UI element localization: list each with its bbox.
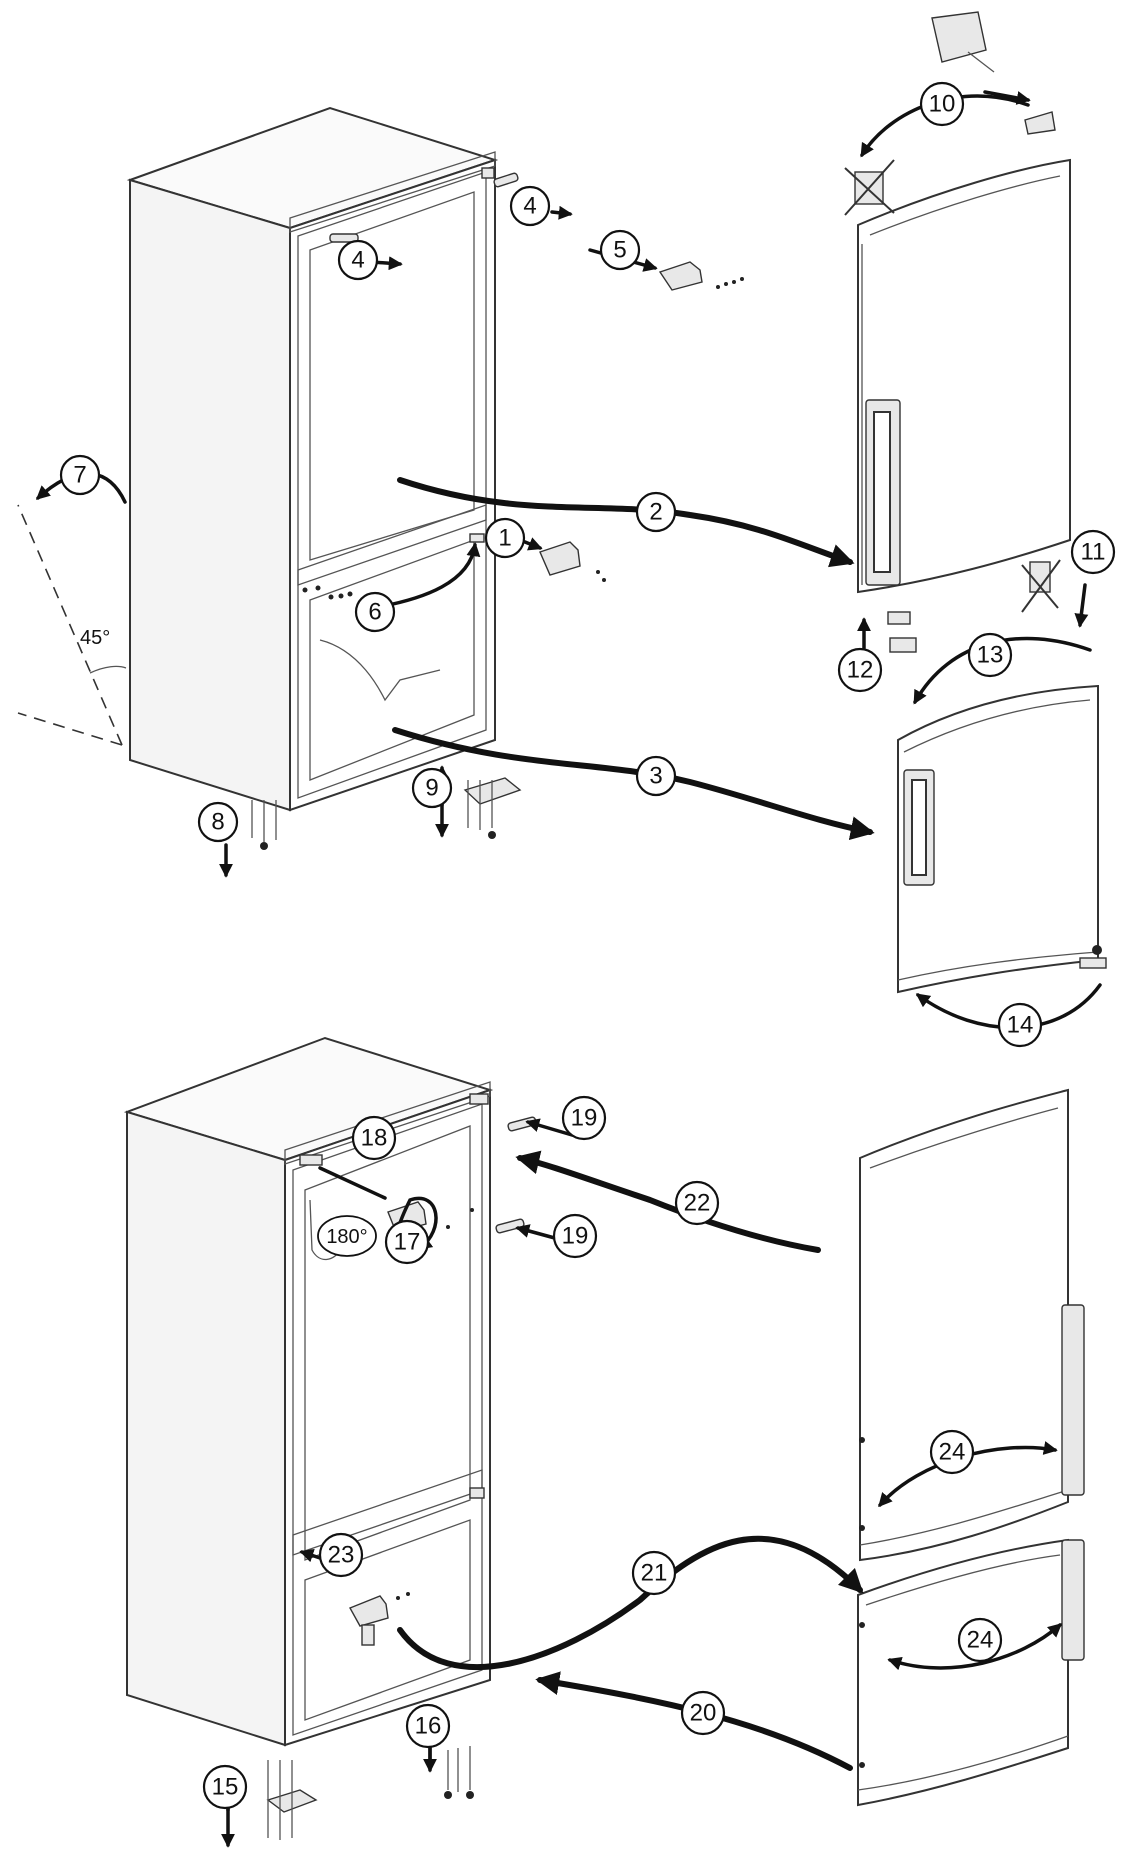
bag-of-parts — [931, 11, 995, 73]
step-11-label: 11 — [1081, 539, 1106, 566]
rotation-annotation: 180° — [317, 1215, 377, 1257]
step-12-label: 12 — [847, 657, 874, 684]
upper-door-1 — [857, 158, 1071, 594]
step-3-label: 3 — [649, 763, 662, 790]
step-21-label: 21 — [641, 1560, 668, 1587]
step-6-callout: 6 — [354, 591, 396, 633]
angle-indicator: 45° — [17, 504, 127, 746]
step-4a-callout: 4 — [337, 239, 379, 281]
step-20-callout: 20 — [680, 1690, 726, 1736]
step-8-callout: 8 — [197, 801, 239, 843]
step-19a-label: 19 — [571, 1105, 598, 1132]
step-13-label: 13 — [977, 642, 1004, 669]
step-1-label: 1 — [498, 525, 511, 552]
step-24b-label: 24 — [967, 1627, 994, 1654]
step-24a-callout: 24 — [929, 1429, 975, 1475]
step-callouts: 1 2 3 4 4 5 6 7 8 9 10 11 12 13 14 15 16… — [59, 81, 1116, 1810]
step-21-callout: 21 — [631, 1550, 677, 1596]
step-22-callout: 22 — [674, 1180, 720, 1226]
lower-door-2 — [857, 1538, 1085, 1807]
step-2-label: 2 — [649, 499, 662, 526]
crossed-part-mid — [887, 559, 1061, 653]
step-18-label: 18 — [361, 1125, 388, 1152]
step-7-label: 7 — [73, 462, 86, 489]
step-4b-callout: 4 — [509, 185, 551, 227]
step-17-callout: 17 — [384, 1219, 430, 1265]
step-10-callout: 10 — [919, 81, 965, 127]
step-3-callout: 3 — [635, 755, 677, 797]
step-5-callout: 5 — [599, 229, 641, 271]
step-8-label: 8 — [211, 809, 224, 836]
step-15-callout: 15 — [202, 1764, 248, 1810]
hinge-parts-upper — [251, 172, 744, 850]
rotation-label: 180° — [326, 1226, 367, 1248]
step-9-callout: 9 — [411, 767, 453, 809]
step-20-label: 20 — [690, 1700, 717, 1727]
step-14-callout: 14 — [997, 1002, 1043, 1048]
step-1-callout: 1 — [484, 517, 526, 559]
step-11-callout: 11 — [1070, 529, 1116, 575]
step-7-callout: 7 — [59, 454, 101, 496]
step-18-callout: 18 — [351, 1115, 397, 1161]
step-19b-label: 19 — [562, 1223, 589, 1250]
step-24b-callout: 24 — [957, 1617, 1003, 1663]
step-14-label: 14 — [1007, 1012, 1034, 1039]
step-22-label: 22 — [684, 1190, 711, 1217]
angle-label: 45° — [80, 627, 110, 649]
step-16-label: 16 — [415, 1713, 442, 1740]
step-9-label: 9 — [425, 775, 438, 802]
step-15-label: 15 — [212, 1774, 239, 1801]
step-16-callout: 16 — [405, 1703, 451, 1749]
fridge-cabinet-bottom — [123, 1036, 494, 1747]
crossed-part-top — [844, 111, 1056, 216]
step-4b-label: 4 — [523, 193, 536, 220]
step-19a-callout: 19 — [561, 1095, 607, 1141]
step-12-callout: 12 — [837, 647, 883, 693]
step-10-label: 10 — [929, 91, 956, 118]
step-5-label: 5 — [613, 237, 626, 264]
step-13-callout: 13 — [967, 632, 1013, 678]
step-6-label: 6 — [368, 599, 381, 626]
lower-door-1 — [897, 684, 1107, 994]
upper-door-2 — [859, 1088, 1085, 1562]
step-2-callout: 2 — [635, 491, 677, 533]
step-17-label: 17 — [394, 1229, 421, 1256]
step-23-label: 23 — [328, 1542, 355, 1569]
step-19b-callout: 19 — [552, 1213, 598, 1259]
step-23-callout: 23 — [318, 1532, 364, 1578]
step-4a-label: 4 — [351, 247, 364, 274]
step-24a-label: 24 — [939, 1439, 966, 1466]
fridge-cabinet-top — [126, 106, 499, 812]
